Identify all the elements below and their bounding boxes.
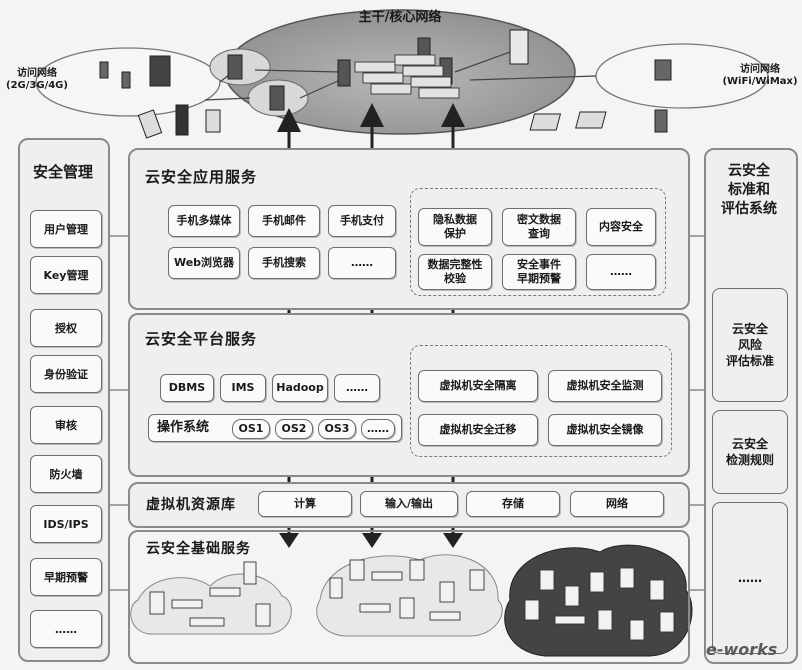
storage-box: 存储 [466, 491, 560, 517]
more-security-box: …… [30, 610, 102, 648]
privacy-protection-box: 隐私数据 保护 [418, 208, 492, 246]
content-security-box: 内容安全 [586, 208, 656, 246]
access-network-right-label: 访问网络 (WiFi/WiMax) [722, 64, 798, 87]
os3-box: OS3 [318, 419, 356, 439]
mobile-devices-right [509, 29, 672, 133]
operating-system-label: 操作系统 [157, 419, 210, 435]
early-warning-box: 早期预警 [30, 558, 102, 596]
audit-box: 审核 [30, 406, 102, 444]
firewall-box: 防火墙 [30, 455, 102, 493]
backbone-rack-array [354, 54, 460, 99]
backbone-network-label: 主干/核心网络 [358, 10, 442, 25]
standards-title: 云安全 标准和 评估系统 [721, 163, 777, 217]
more-mobile-box: …… [328, 247, 396, 279]
risk-assessment-box: 云安全 风险 评估标准 [712, 288, 788, 402]
vm-monitoring-box: 虚拟机安全监测 [548, 370, 662, 402]
access-network-left-label: 访问网络 (2G/3G/4G) [6, 68, 68, 91]
dbms-box: DBMS [160, 374, 214, 402]
io-box: 输入/输出 [360, 491, 458, 517]
more-software-box: …… [334, 374, 380, 402]
vm-migration-box: 虚拟机安全迁移 [418, 414, 538, 446]
detection-rules-box: 云安全 检测规则 [712, 410, 788, 494]
ids-ips-box: IDS/IPS [30, 505, 102, 543]
encrypted-query-box: 密文数据 查询 [502, 208, 576, 246]
hadoop-box: Hadoop [272, 374, 328, 402]
network-links [204, 51, 597, 101]
security-management-title: 安全管理 [32, 163, 93, 181]
cloud-infrastructure-title: 云安全基础服务 [146, 541, 251, 557]
event-early-warning-box: 安全事件 早期预警 [502, 254, 576, 290]
cloud-app-services-title: 云安全应用服务 [145, 168, 258, 186]
network-box: 网络 [570, 491, 664, 517]
cloud-infrastructure-panel [128, 530, 690, 664]
authorization-box: 授权 [30, 309, 102, 347]
watermark-logo: e-works [706, 640, 778, 659]
integrity-check-box: 数据完整性 校验 [418, 254, 492, 290]
infrastructure-servers [149, 559, 675, 641]
backbone-servers [227, 37, 453, 111]
vm-image-box: 虚拟机安全镜像 [548, 414, 662, 446]
os2-box: OS2 [275, 419, 313, 439]
vm-security-group [410, 345, 672, 457]
mobile-multimedia-box: 手机多媒体 [168, 205, 240, 237]
user-management-box: 用户管理 [30, 210, 102, 248]
mobile-search-box: 手机搜索 [248, 247, 320, 279]
mobile-mail-box: 手机邮件 [248, 205, 320, 237]
more-standards-box: …… [712, 502, 788, 654]
app-security-group [410, 188, 666, 296]
key-management-box: Key管理 [30, 256, 102, 294]
arrow-heads-down [279, 533, 463, 548]
os1-box: OS1 [232, 419, 270, 439]
more-os-box: …… [361, 419, 395, 439]
infrastructure-cloud-left [130, 573, 292, 635]
more-app-security-box: …… [586, 254, 656, 290]
ims-box: IMS [220, 374, 266, 402]
mobile-devices-left [99, 55, 221, 139]
compute-box: 计算 [258, 491, 352, 517]
vm-isolation-box: 虚拟机安全隔离 [418, 370, 538, 402]
vm-resource-pool-title: 虚拟机资源库 [146, 497, 236, 513]
web-browser-box: Web浏览器 [168, 247, 240, 279]
cloud-platform-services-title: 云安全平台服务 [145, 330, 258, 348]
authentication-box: 身份验证 [30, 355, 102, 393]
mobile-payment-box: 手机支付 [328, 205, 396, 237]
